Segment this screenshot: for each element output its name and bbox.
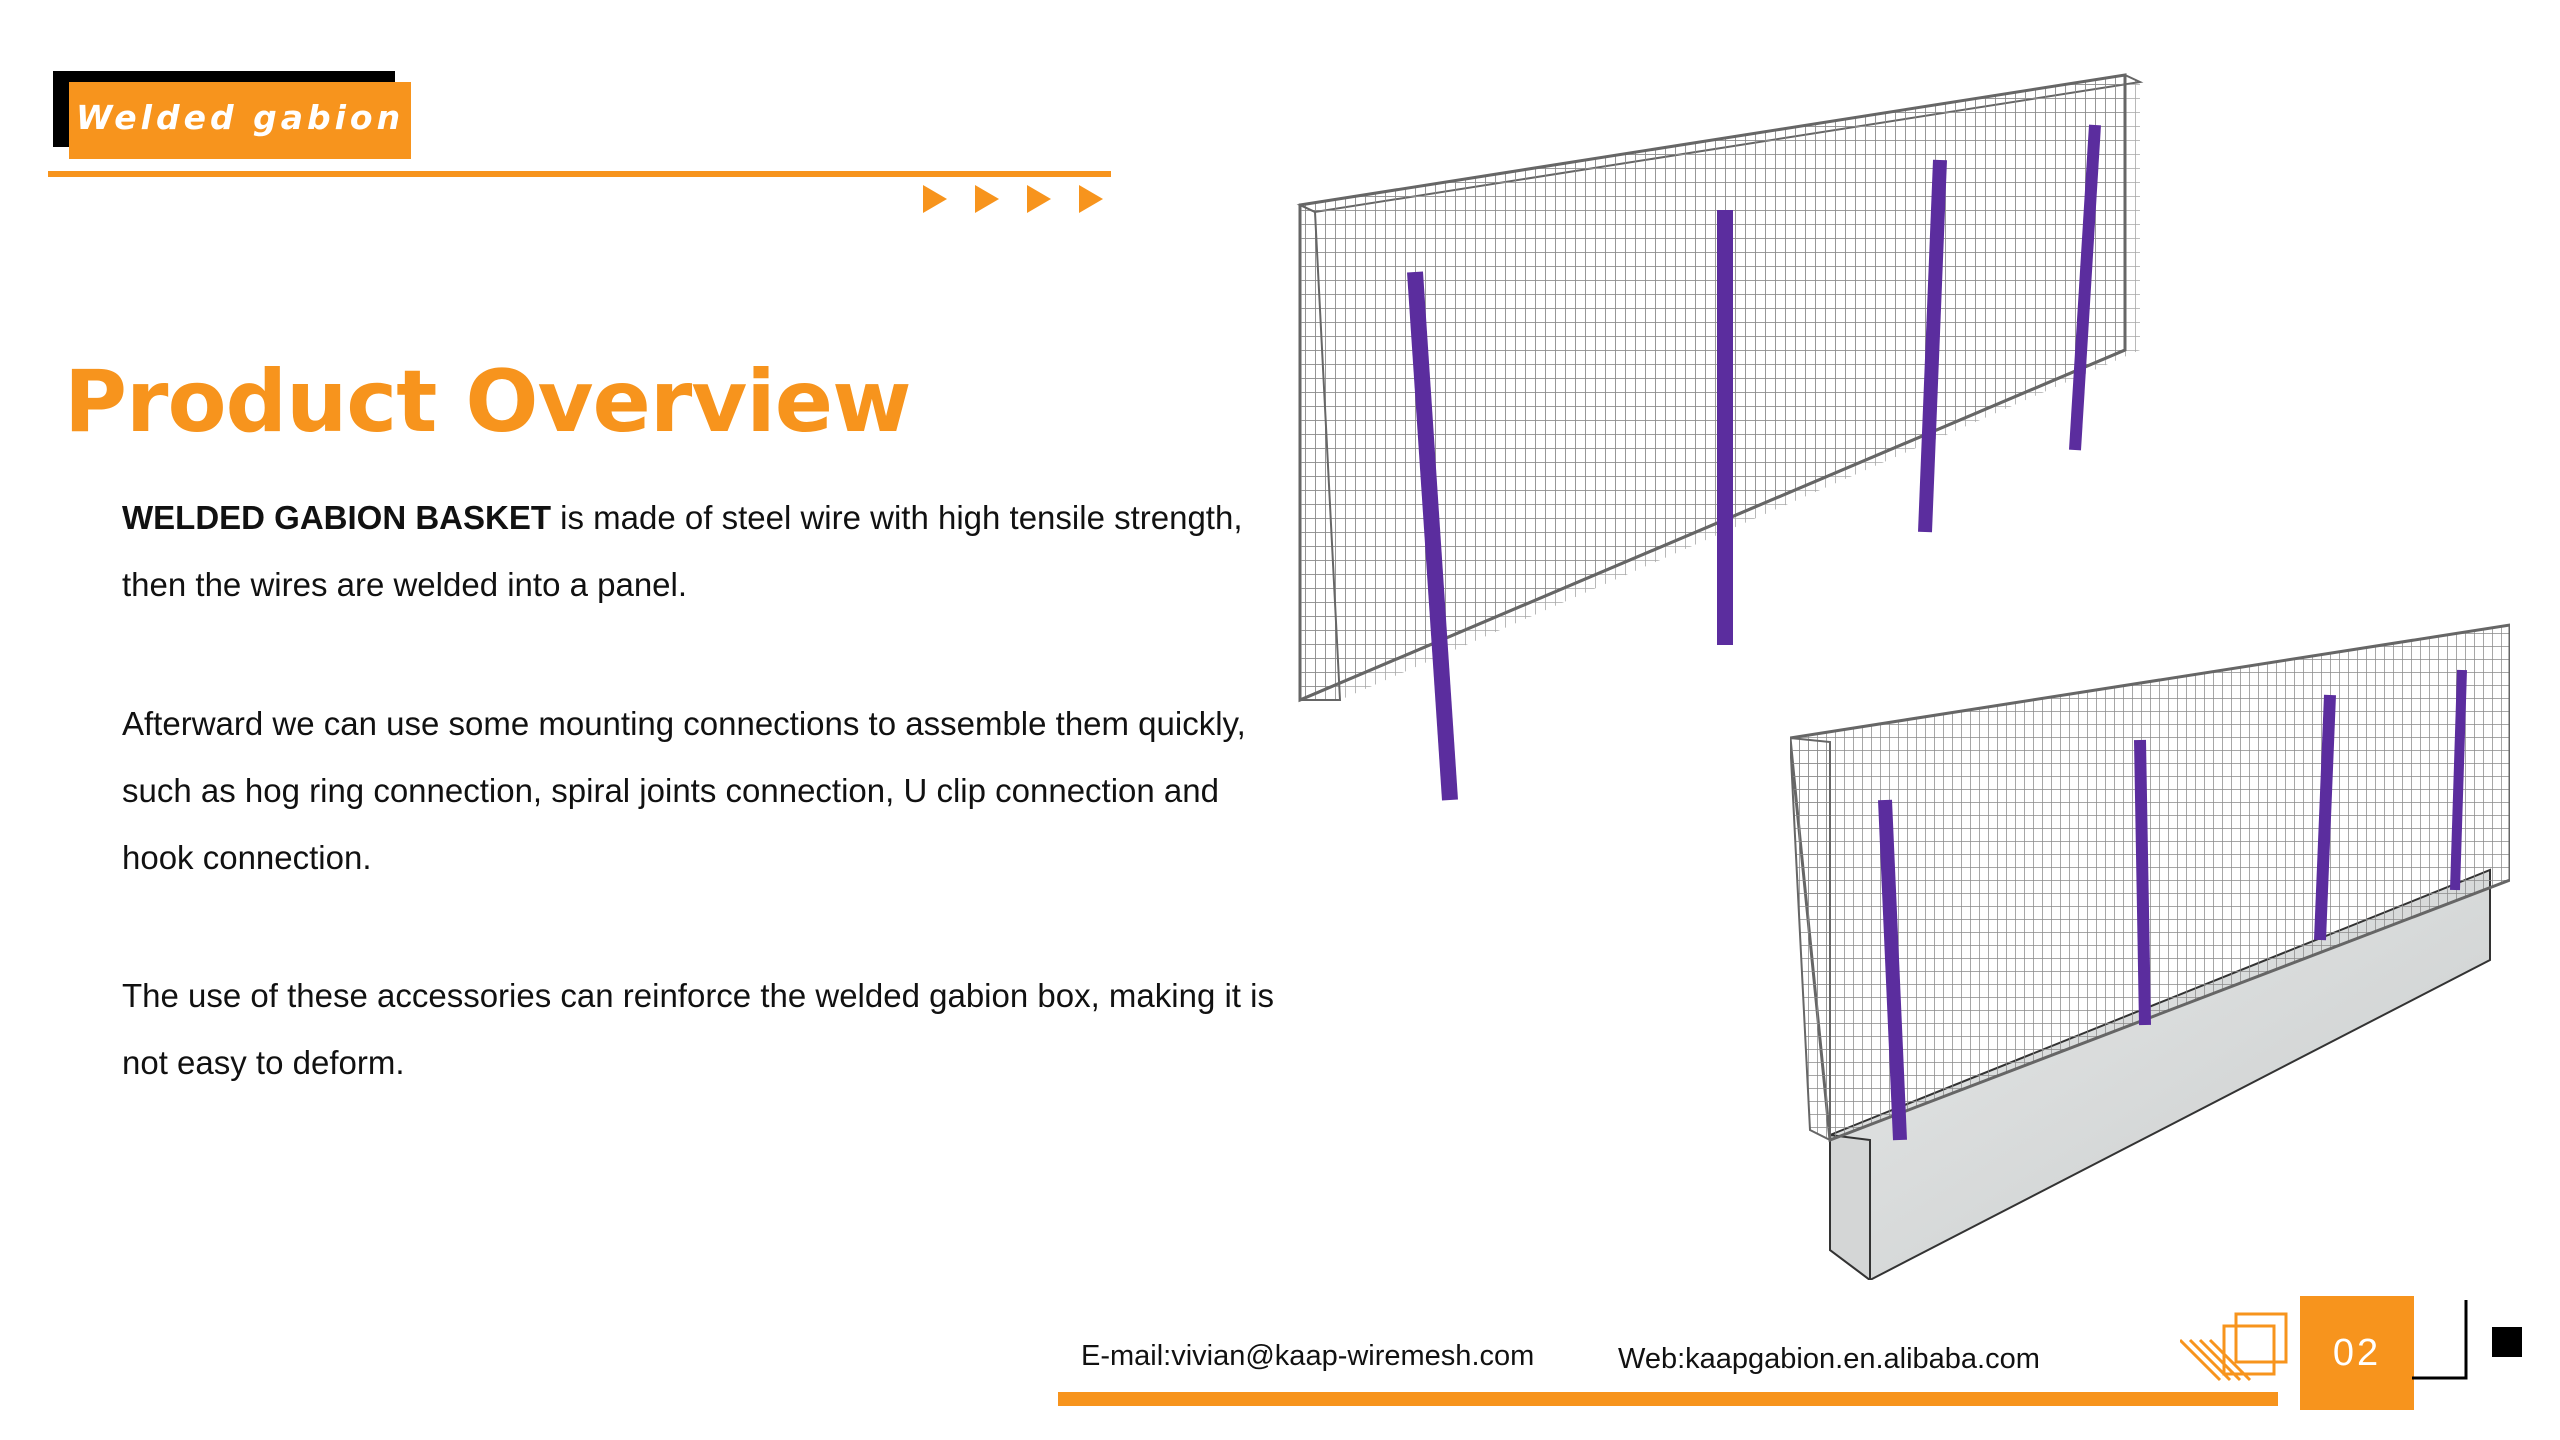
footer-divider: [1058, 1392, 2278, 1406]
footer-website: Web:kaapgabion.en.alibaba.com: [1618, 1343, 2040, 1375]
paragraph-intro-bold: WELDED GABION BASKET: [122, 499, 551, 536]
black-square-icon: [2492, 1327, 2522, 1357]
arrow-icon: [1027, 185, 1051, 213]
footer-email: E-mail:vivian@kaap-wiremesh.com: [1081, 1340, 1535, 1372]
gabion-image-lower: [1790, 623, 2510, 1280]
section-tag-label: Welded gabion: [76, 98, 405, 137]
arrow-icon: [923, 185, 947, 213]
stripes-icon: [2180, 1312, 2288, 1382]
header-divider: [48, 171, 1111, 177]
section-tag: Welded gabion: [69, 82, 411, 159]
page-number-box: 02: [2300, 1296, 2414, 1410]
paragraph-intro: WELDED GABION BASKET is made of steel wi…: [122, 484, 1282, 618]
paragraph-intro-text: is made of steel wire with high tensile …: [122, 499, 1243, 603]
gabion-image-upper: [1296, 73, 2144, 801]
arrow-decoration: [923, 185, 1103, 213]
paragraph-accessories: The use of these accessories can reinfor…: [122, 977, 1274, 1081]
page-number: 02: [2332, 1332, 2382, 1374]
bracket-decoration: [2412, 1300, 2468, 1380]
arrow-icon: [975, 185, 999, 213]
arrow-icon: [1079, 185, 1103, 213]
paragraph-connections: Afterward we can use some mounting conne…: [122, 705, 1246, 876]
page-title: Product Overview: [64, 352, 912, 452]
